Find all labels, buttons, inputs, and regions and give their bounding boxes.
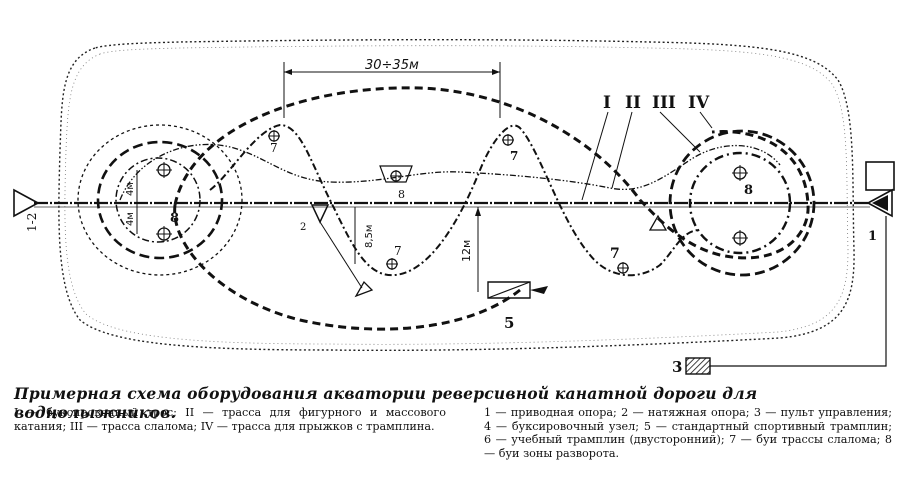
buoy-7-d bbox=[617, 262, 629, 274]
buoy-8-right-bottom bbox=[732, 230, 748, 246]
buoy-7-b bbox=[502, 134, 514, 146]
drive-motor-box bbox=[865, 161, 895, 191]
buoy-7-c bbox=[386, 258, 398, 270]
label-7d: 7 bbox=[610, 246, 620, 262]
leader-iv bbox=[699, 111, 713, 129]
dim-4m-label-b: 4м bbox=[125, 212, 136, 226]
training-ramp bbox=[379, 165, 413, 183]
label-7a: 7 bbox=[270, 141, 278, 155]
route-ii-figure bbox=[119, 143, 781, 201]
buoy-8-right-top bbox=[732, 165, 748, 181]
leader-iii bbox=[659, 111, 701, 153]
label-5: 5 bbox=[504, 314, 514, 332]
legend-routes: I — буксировочный трос; II — трасса для … bbox=[14, 406, 446, 433]
buoy-8-left-top bbox=[156, 162, 172, 178]
dim-4m-label-a: 4м bbox=[125, 182, 136, 196]
route-label-iv: IV bbox=[688, 93, 710, 113]
dim-8-5m-label: 8,5м bbox=[364, 225, 375, 248]
dimension-label-top: 30÷35м bbox=[365, 58, 419, 73]
tow-node-a bbox=[310, 204, 330, 224]
turn-zone-left-outer bbox=[77, 124, 243, 276]
shoreline bbox=[58, 38, 855, 352]
dim-12m-label: 12м bbox=[460, 240, 473, 262]
dimension-arrow-right bbox=[492, 69, 500, 75]
tension-support bbox=[13, 188, 40, 218]
leader-ii bbox=[611, 111, 633, 189]
legend-equipment: 1 — приводная опора; 2 — натяжная опора;… bbox=[484, 406, 892, 460]
label-7c: 7 bbox=[394, 244, 402, 258]
route-iii-slalom bbox=[209, 123, 701, 277]
aquatory-scheme: 30÷35м 4м 4м 8,5м 12м I II III IV 1 1-2 … bbox=[13, 38, 895, 376]
drive-support-core bbox=[872, 195, 888, 211]
buoy-8-left-bottom bbox=[156, 226, 172, 242]
turn-zone-left-mid bbox=[96, 140, 224, 260]
shoreline-inner bbox=[64, 45, 849, 345]
standard-ramp bbox=[487, 281, 531, 299]
label-7b: 7 bbox=[510, 149, 518, 163]
control-panel bbox=[685, 357, 711, 375]
tow-node-c bbox=[354, 280, 374, 298]
dim-12m-arrow bbox=[475, 207, 481, 216]
buoy-7-a bbox=[268, 130, 280, 142]
route-iv-jump bbox=[173, 86, 810, 260]
tow-node-a-line bbox=[319, 221, 363, 289]
label-8a: 8 bbox=[170, 211, 179, 226]
route-iv-jump-left bbox=[173, 204, 521, 331]
label-8c: 8 bbox=[398, 188, 405, 201]
drive-support bbox=[866, 188, 893, 218]
standard-ramp-arrow bbox=[530, 286, 548, 294]
dimension-arrow-left bbox=[284, 69, 292, 75]
label-node-2: 2 bbox=[300, 222, 306, 233]
right-end-label: 1 bbox=[868, 229, 877, 244]
turn-zone-right-outer bbox=[668, 129, 816, 277]
leader-i bbox=[581, 111, 609, 201]
control-cable bbox=[710, 216, 887, 367]
left-end-label: 1-2 bbox=[25, 213, 39, 232]
route-label-ii: II bbox=[625, 93, 641, 113]
figure-caption-title: Примерная схема оборудования акватории р… bbox=[14, 384, 758, 422]
route-label-i: I bbox=[603, 93, 611, 113]
turn-zone-right-inner bbox=[688, 151, 792, 255]
standard-ramp-diag bbox=[487, 281, 531, 299]
tow-node-b bbox=[648, 214, 668, 231]
route-label-iii: III bbox=[652, 93, 676, 113]
turn-zone-left-inner bbox=[115, 157, 201, 243]
label-8b: 8 bbox=[744, 183, 753, 198]
buoy-8-mid bbox=[390, 170, 402, 182]
label-3: 3 bbox=[672, 358, 682, 376]
